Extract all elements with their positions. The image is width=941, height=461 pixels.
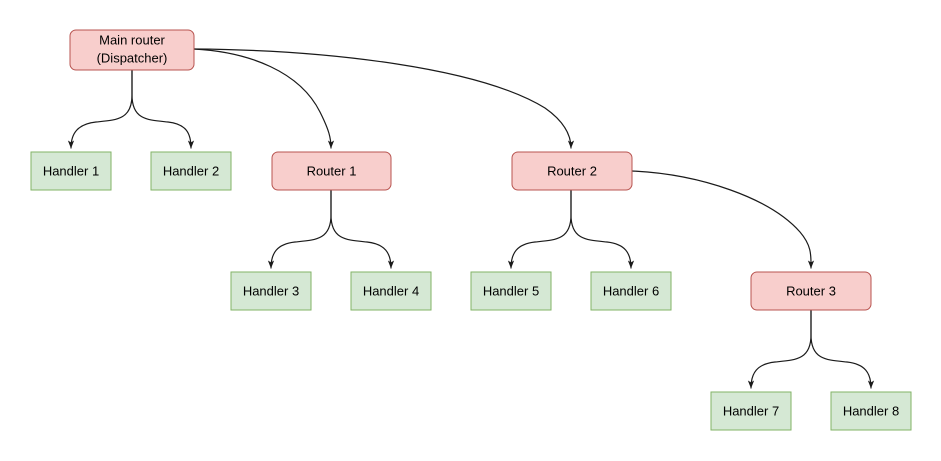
node-handler-7[interactable]: Handler 7 <box>710 391 792 431</box>
handler-8-box[interactable] <box>830 391 912 431</box>
router-2-box[interactable] <box>511 151 633 191</box>
edge-router1-handler4 <box>330 189 395 269</box>
handler-3-box[interactable] <box>230 271 312 311</box>
edge-router2-router3 <box>631 170 815 269</box>
edge-main-router1 <box>193 48 335 149</box>
node-handler-1[interactable]: Handler 1 <box>30 151 112 191</box>
node-handler-8[interactable]: Handler 8 <box>830 391 912 431</box>
main-router-box[interactable] <box>69 29 195 71</box>
handler-2-box[interactable] <box>150 151 232 191</box>
node-handler-6[interactable]: Handler 6 <box>590 271 672 311</box>
handler-1-box[interactable] <box>30 151 112 191</box>
node-router-1[interactable]: Router 1 <box>271 151 392 191</box>
edge-router1-handler3 <box>267 189 332 269</box>
nodes-layer: Main router(Dispatcher) Handler 1 Handler … <box>30 29 912 431</box>
edge-main-router2 <box>193 48 575 149</box>
node-main-router[interactable]: Main router(Dispatcher) <box>69 29 195 71</box>
handler-6-box[interactable] <box>590 271 672 311</box>
node-router-3[interactable]: Router 3 <box>750 271 872 311</box>
edge-router3-handler7 <box>747 309 812 389</box>
edge-router3-handler8 <box>810 309 875 389</box>
node-handler-2[interactable]: Handler 2 <box>150 151 232 191</box>
edge-router2-handler6 <box>570 189 635 269</box>
node-handler-4[interactable]: Handler 4 <box>350 271 432 311</box>
edge-main-handler1 <box>67 69 133 149</box>
edge-router2-handler5 <box>507 189 572 269</box>
node-handler-5[interactable]: Handler 5 <box>470 271 552 311</box>
node-router-2[interactable]: Router 2 <box>511 151 633 191</box>
edges-layer <box>67 48 875 389</box>
handler-7-box[interactable] <box>710 391 792 431</box>
handler-5-box[interactable] <box>470 271 552 311</box>
router-3-box[interactable] <box>750 271 872 311</box>
node-handler-3[interactable]: Handler 3 <box>230 271 312 311</box>
handler-4-box[interactable] <box>350 271 432 311</box>
edge-main-handler2 <box>131 69 195 149</box>
router-1-box[interactable] <box>271 151 392 191</box>
